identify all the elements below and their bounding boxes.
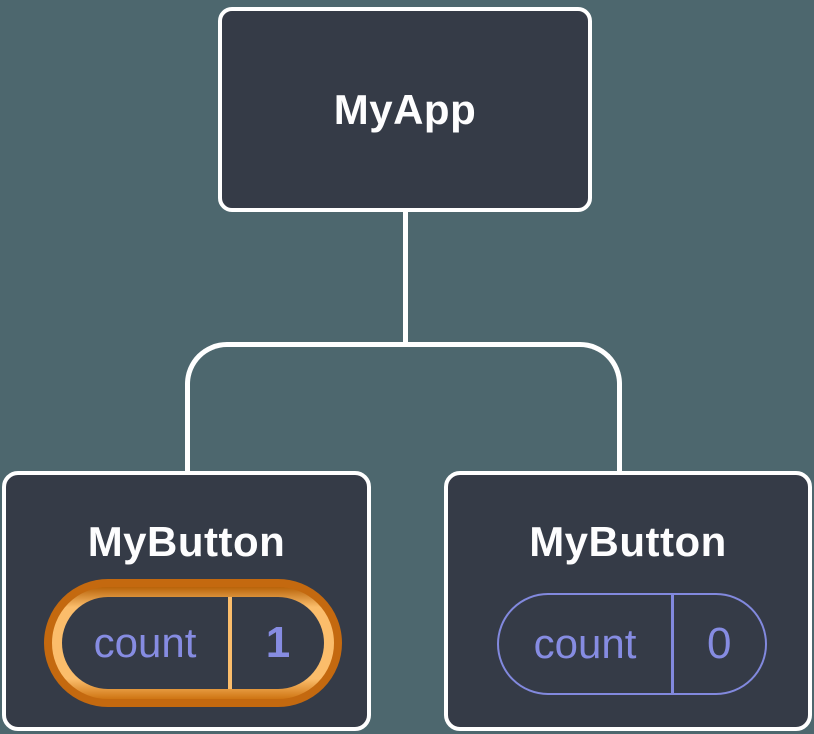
state-value-cell: 1	[232, 597, 324, 689]
child-node-label: MyButton	[529, 518, 727, 565]
state-pill-divider	[671, 595, 674, 693]
child-node-label: MyButton	[87, 518, 286, 565]
state-pill-divider	[228, 597, 232, 689]
child-node-mybutton-right: MyButton count 0	[444, 471, 812, 731]
state-name-cell: count	[499, 595, 671, 693]
state-pill-inner: count 1	[62, 597, 324, 689]
state-name: count	[93, 619, 197, 666]
state-pill-plain: count 0	[497, 593, 767, 695]
state-value: 0	[707, 619, 732, 668]
state-name: count	[533, 620, 637, 667]
state-value: 1	[265, 618, 291, 667]
connector-branch-bracket	[185, 342, 622, 472]
root-node-myapp: MyApp	[218, 7, 592, 212]
child-node-mybutton-left: MyButton count 1	[2, 471, 371, 731]
state-pill-highlighted: count 1	[44, 579, 342, 707]
state-name-cell: count	[62, 597, 228, 689]
root-node-label: MyApp	[333, 85, 477, 133]
connector-stem	[403, 208, 408, 345]
state-value-cell: 0	[674, 595, 766, 693]
